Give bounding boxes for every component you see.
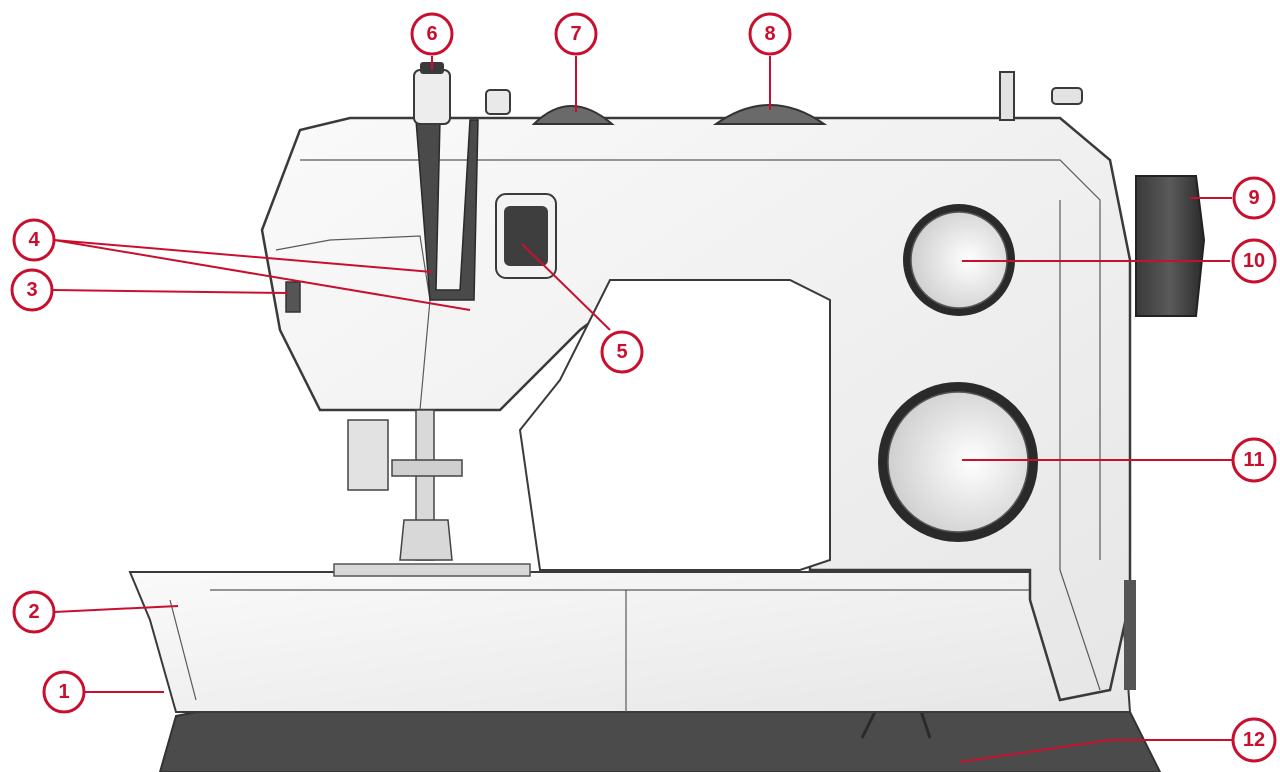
presser-foot-holder [391, 459, 463, 477]
leader-2 [53, 605, 179, 613]
side-panel-line [1059, 200, 1101, 691]
arm-opening [518, 279, 831, 571]
callout-9-label: 9 [1248, 187, 1259, 209]
callout-3: 3 [10, 268, 54, 312]
body-bevel [300, 159, 1101, 560]
side-vents [1124, 580, 1136, 690]
callout-4-label: 4 [28, 229, 40, 251]
take-up-lever-slot [415, 119, 479, 301]
callout-12: 12 [1231, 717, 1277, 763]
leader-4b [53, 239, 471, 311]
spool-pin-cap [413, 69, 451, 125]
callout-11-label: 11 [1243, 449, 1264, 471]
base-tray [158, 711, 1162, 772]
head-cover-line [275, 235, 431, 411]
callout-5: 5 [600, 330, 644, 374]
bobbin-winder-tension-dial [531, 105, 615, 125]
presser-foot [399, 519, 453, 561]
leader-5 [521, 243, 611, 331]
callout-1: 1 [42, 670, 86, 714]
extension-table-edge [169, 599, 197, 701]
callout-11: 11 [1231, 437, 1277, 483]
callout-6-label: 6 [426, 23, 437, 45]
thread-tension-dial [712, 104, 828, 125]
callout-10-label: 10 [1243, 250, 1265, 272]
callout-2: 2 [12, 590, 56, 634]
pattern-selector-dial [887, 391, 1029, 533]
thread-guide-post [485, 89, 511, 115]
callout-1-label: 1 [58, 681, 69, 703]
leader-4a [53, 239, 433, 273]
bobbin-winder-spindle [999, 71, 1015, 121]
callout-5-label: 5 [616, 341, 627, 363]
callout-4: 4 [12, 218, 56, 262]
callout-7: 7 [554, 12, 598, 56]
presser-foot-lever [285, 281, 301, 313]
callout-6: 6 [410, 12, 454, 56]
bobbin-winder-stop [1051, 87, 1083, 105]
callout-2-label: 2 [28, 601, 39, 623]
callout-8: 8 [748, 12, 792, 56]
callout-3-label: 3 [26, 279, 37, 301]
hand-wheel [1135, 175, 1206, 317]
callout-12-label: 12 [1243, 729, 1265, 751]
callout-8-label: 8 [764, 23, 775, 45]
stitch-plate [333, 563, 531, 577]
reverse-button-key [504, 206, 548, 266]
thread-cutter-block [347, 419, 389, 491]
callout-7-label: 7 [570, 23, 581, 45]
callout-9: 9 [1232, 176, 1276, 220]
callout-10: 10 [1231, 238, 1277, 284]
leader-12 [959, 739, 1111, 763]
free-arm [128, 571, 1132, 713]
leader-3 [51, 289, 289, 294]
